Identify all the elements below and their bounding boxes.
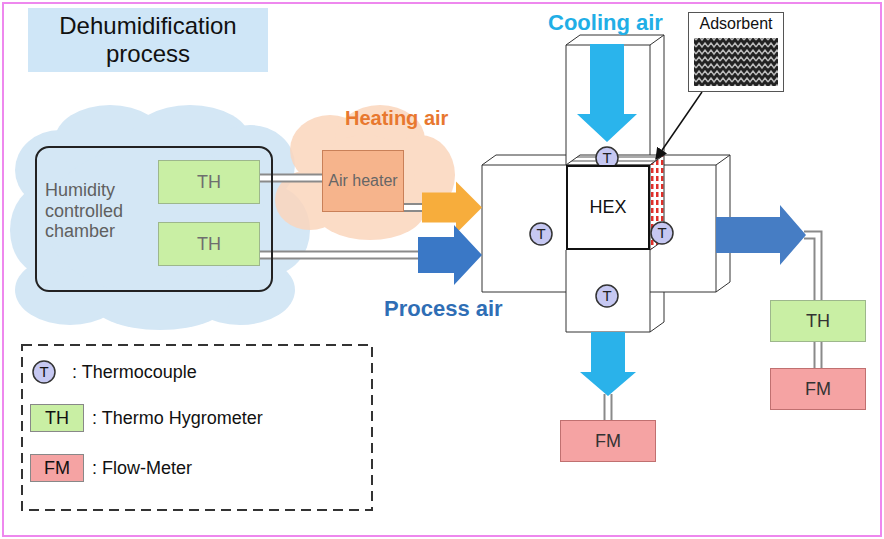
pipe-inner	[804, 235, 818, 300]
thermocouple-circle	[33, 361, 55, 383]
node-label: TH	[806, 311, 830, 332]
node-label: TH	[197, 234, 221, 255]
flow-arrow	[580, 332, 636, 396]
legend-symbol-text: T	[39, 363, 48, 380]
air-flow-connector	[580, 332, 636, 420]
adsorbent-box: Adsorbent	[688, 12, 784, 92]
leader-arrow	[656, 92, 702, 159]
chamber-box: Humidity controlled chamberTHTH	[35, 146, 273, 292]
legend-row: T : Thermocouple	[30, 360, 197, 384]
pipe-inner	[260, 253, 420, 258]
node-label: T	[536, 225, 545, 242]
legend-symbol-text: TH	[45, 408, 69, 429]
pipe-outline	[404, 203, 424, 212]
air-stream-label: Heating air	[345, 106, 448, 130]
diagram-title: Dehumidification process	[28, 12, 268, 67]
thermocouple-circle	[651, 222, 673, 244]
node-label: T	[657, 224, 666, 241]
legend-row: TH : Thermo Hygrometer	[30, 404, 263, 432]
node-label: Humidity controlled chamber	[45, 180, 149, 242]
air-stream-label: Process air	[384, 296, 503, 322]
node-label: FM	[805, 379, 831, 400]
thermocouple-circle	[530, 223, 552, 245]
flow-meter-box: FM	[560, 420, 656, 462]
pipe-outline	[260, 251, 420, 260]
thermo-hygrometer-box: TH	[158, 222, 260, 266]
heat-exchanger-box: HEX	[566, 165, 650, 250]
legend-thermocouple-symbol: T	[32, 360, 56, 384]
pipe-inner	[606, 394, 611, 420]
legend-row: FM : Flow-Meter	[30, 454, 192, 482]
flow-arrow	[422, 182, 482, 234]
air-stream-label: Cooling air	[548, 10, 663, 36]
humidity-cloud	[10, 105, 310, 330]
pipe-outline	[260, 174, 322, 183]
leader-line	[656, 92, 702, 159]
air-flow-connector	[260, 225, 482, 285]
pipe-outline	[814, 342, 823, 368]
duct-outline	[482, 35, 730, 332]
legend-box	[22, 345, 372, 510]
thermocouple-node: T	[529, 222, 553, 246]
pipe-inner	[260, 176, 322, 181]
node-label: HEX	[589, 197, 626, 218]
air-flow-connector	[716, 205, 818, 300]
air-heater-box: Air heater	[322, 150, 404, 212]
legend-swatch: TH	[30, 404, 84, 432]
flow-meter-box: FM	[770, 368, 866, 410]
legend-symbol-text: FM	[44, 458, 70, 479]
thermocouple-node: T	[595, 284, 619, 308]
air-flow-connector	[404, 182, 482, 234]
thermo-hygrometer-box: TH	[770, 300, 866, 342]
node-label: T	[602, 287, 611, 304]
legend-text: : Thermocouple	[72, 362, 197, 383]
flow-arrow	[418, 225, 482, 285]
flow-arrow	[716, 205, 806, 265]
legend-swatch: FM	[30, 454, 84, 482]
pipe-outline	[604, 394, 613, 420]
node-label: Adsorbent	[697, 15, 776, 33]
node-label: FM	[595, 431, 621, 452]
frame-border	[3, 3, 881, 536]
legend-text: : Thermo Hygrometer	[92, 408, 263, 429]
legend-text: : Flow-Meter	[92, 458, 192, 479]
pipe-inner	[404, 205, 424, 210]
thermocouple-node: T	[650, 221, 674, 245]
title-box: Dehumidification process	[28, 8, 268, 72]
thermo-hygrometer-box: TH	[158, 160, 260, 204]
pipe-outline	[804, 235, 818, 300]
air-flow-connector	[260, 178, 322, 179]
node-label: Air heater	[328, 172, 397, 190]
adsorbent-image	[694, 38, 778, 86]
node-label: TH	[197, 172, 221, 193]
air-flow-connector	[818, 342, 819, 368]
pipe-inner	[816, 342, 821, 368]
cooling-arrow	[577, 44, 637, 142]
thermocouple-circle	[596, 285, 618, 307]
